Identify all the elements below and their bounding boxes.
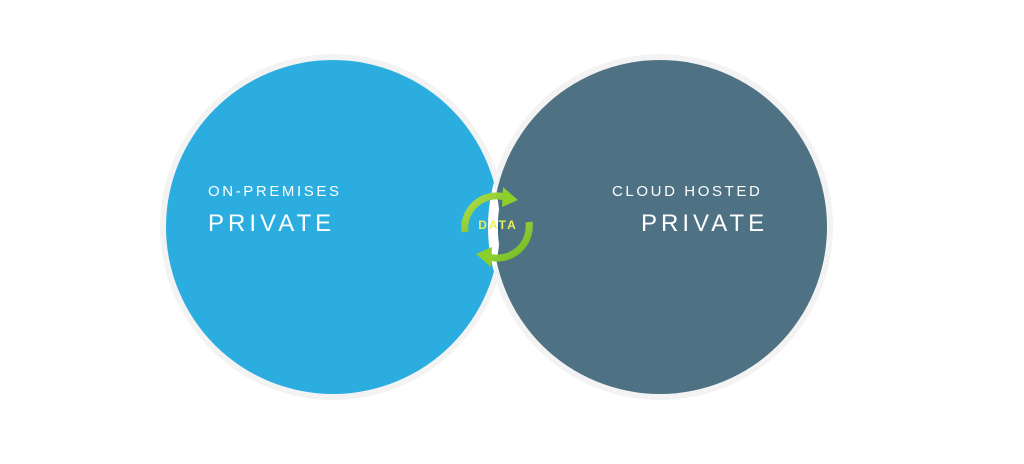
left-circle-title: PRIVATE: [208, 210, 336, 237]
left-circle-subtitle: ON-PREMISES: [208, 183, 342, 200]
overlap-label: DATA: [478, 218, 518, 232]
left-circle: [166, 60, 500, 394]
sync-arrows-icon: [461, 187, 533, 267]
right-circle-title: PRIVATE: [641, 210, 769, 237]
right-circle: [493, 60, 827, 394]
right-circle-subtitle: CLOUD HOSTED: [612, 183, 763, 200]
